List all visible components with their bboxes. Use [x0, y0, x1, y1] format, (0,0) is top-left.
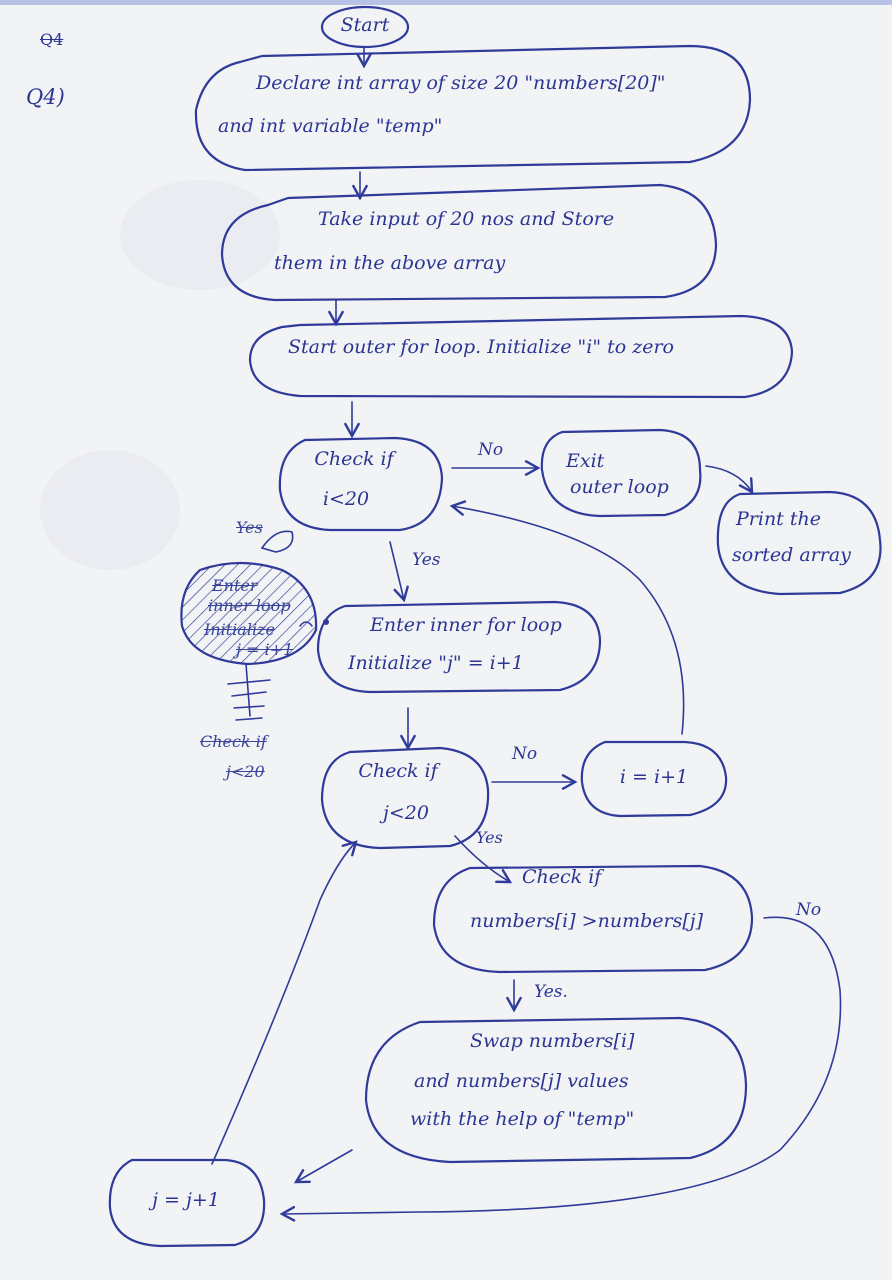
scratch-check-2: j<20: [226, 762, 265, 781]
check-j-node-shape: [320, 746, 490, 850]
print-sorted-node-shape: [716, 490, 882, 596]
scratch-out-area: [180, 530, 329, 721]
compare-line-2: numbers[i] >numbers[j]: [470, 910, 704, 932]
i-increment-node-shape: [580, 740, 728, 818]
arrow-jincr-checkj: [211, 840, 358, 1165]
print-sorted-line-1: Print the: [736, 508, 821, 530]
swap-line-2: and numbers[j] values: [414, 1070, 629, 1092]
edge-label-i-no: No: [478, 440, 504, 460]
corner-mark: Q4: [40, 30, 64, 49]
arrow-compare-no-jincr: [279, 916, 842, 1222]
exit-outer-node-shape: [540, 428, 702, 518]
declare-line-2: and int variable "temp": [218, 115, 443, 137]
edge-label-j-yes: Yes: [476, 828, 503, 847]
arrow-checkj-compare: [454, 835, 513, 884]
check-i-line-1: Check if: [314, 448, 394, 470]
scratch-expr: j = i+1: [236, 640, 294, 659]
scratch-bubble-3: Initialize: [204, 620, 275, 639]
check-i-node-shape: [278, 436, 444, 532]
input-node-shape: [220, 183, 718, 302]
swap-node-shape: [364, 1016, 748, 1164]
scratch-yes: Yes: [236, 518, 263, 537]
inner-loop-line-2: Initialize "j" = i+1: [348, 652, 524, 674]
swap-line-1: Swap numbers[i]: [470, 1030, 635, 1052]
arrow-exit-print: [705, 465, 754, 495]
question-label: Q4): [26, 85, 65, 109]
start-node: Start: [340, 14, 390, 36]
j-increment-node-shape: [108, 1158, 266, 1248]
swap-line-3: with the help of "temp": [410, 1108, 635, 1130]
compare-line-1: Check if: [522, 866, 602, 888]
input-line-1: Take input of 20 nos and Store: [318, 208, 615, 230]
edge-label-j-no: No: [512, 744, 538, 764]
exit-outer-line-1: Exit: [566, 450, 605, 472]
declare-line-1: Declare int array of size 20 "numbers[20…: [256, 72, 666, 94]
print-sorted-line-2: sorted array: [732, 544, 851, 566]
edge-label-compare-no: No: [796, 900, 822, 920]
check-j-line-1: Check if: [358, 760, 438, 782]
j-increment-node: j = j+1: [152, 1189, 220, 1211]
outer-loop-node-shape: [248, 314, 794, 399]
edge-label-i-yes: Yes: [412, 550, 441, 570]
declare-node-shape: [194, 44, 752, 172]
inner-loop-node-shape: [316, 600, 602, 694]
compare-node-shape: [432, 864, 754, 974]
arrow-checki-inner: [389, 541, 409, 603]
scratch-bubble-1: Enter: [212, 576, 258, 595]
i-increment-node: i = i+1: [619, 766, 689, 788]
check-j-line-2: j<20: [383, 802, 429, 824]
paper-shadow-1: [40, 450, 180, 570]
outer-loop-node: Start outer for loop. Initialize "i" to …: [288, 336, 674, 358]
top-edge: [0, 0, 892, 5]
exit-outer-line-2: outer loop: [570, 476, 669, 498]
edge-label-compare-yes: Yes.: [534, 982, 568, 1002]
arrow-iincr-checki: [449, 500, 685, 735]
input-line-2: them in the above array: [274, 252, 506, 274]
check-i-line-2: i<20: [322, 488, 370, 510]
inner-loop-line-1: Enter inner for loop: [370, 614, 562, 636]
scratch-check-1: Check if: [200, 732, 267, 751]
start-node-shape: [320, 5, 410, 49]
arrow-swap-jincr: [293, 1149, 353, 1184]
paper-shadow-2: [120, 180, 280, 290]
scratch-bubble-2: inner loop: [208, 596, 291, 615]
